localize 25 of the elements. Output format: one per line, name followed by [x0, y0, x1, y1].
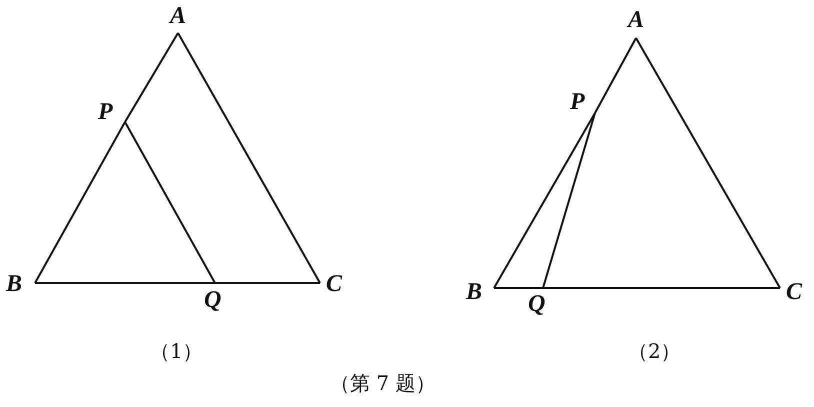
line-segment	[215, 282, 320, 284]
line-segment	[542, 112, 596, 288]
line-segment	[635, 38, 781, 288]
vertex-label: B	[466, 280, 482, 304]
line-segment	[594, 38, 637, 114]
vertex-label: Q	[204, 288, 222, 312]
line-segment	[494, 287, 543, 289]
vertex-label: A	[170, 4, 186, 28]
line-segment	[493, 112, 596, 288]
vertex-label: P	[98, 100, 113, 124]
line-segment	[177, 32, 321, 284]
vertex-label: C	[326, 272, 342, 296]
figure-number: （2）	[628, 340, 681, 362]
line-segment	[124, 32, 179, 123]
figure-number: （1）	[150, 340, 203, 362]
line-segment	[124, 122, 216, 284]
caption: （第 7 题）	[330, 372, 436, 394]
line-segment	[35, 282, 215, 284]
line-segment	[34, 122, 126, 284]
vertex-label: A	[628, 8, 644, 32]
vertex-label: B	[6, 272, 22, 296]
line-segment	[543, 287, 780, 289]
vertex-label: Q	[528, 292, 546, 316]
vertex-label: P	[570, 90, 585, 114]
vertex-label: C	[786, 280, 802, 304]
